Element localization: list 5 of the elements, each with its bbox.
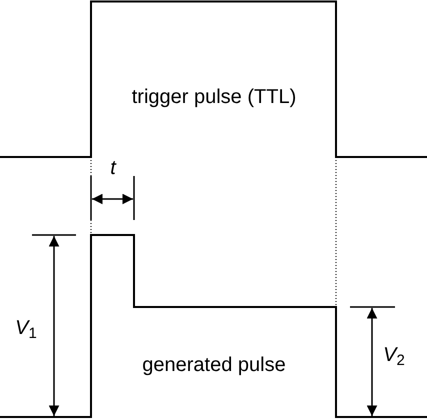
time-label: t (110, 158, 116, 178)
voltage-label: V$_{1}$ (15, 318, 37, 338)
pulse-label: generated pulse (142, 355, 286, 375)
pulse-label: trigger pulse (TTL) (132, 87, 296, 107)
voltage-label: V$_{2}$ (383, 345, 405, 365)
